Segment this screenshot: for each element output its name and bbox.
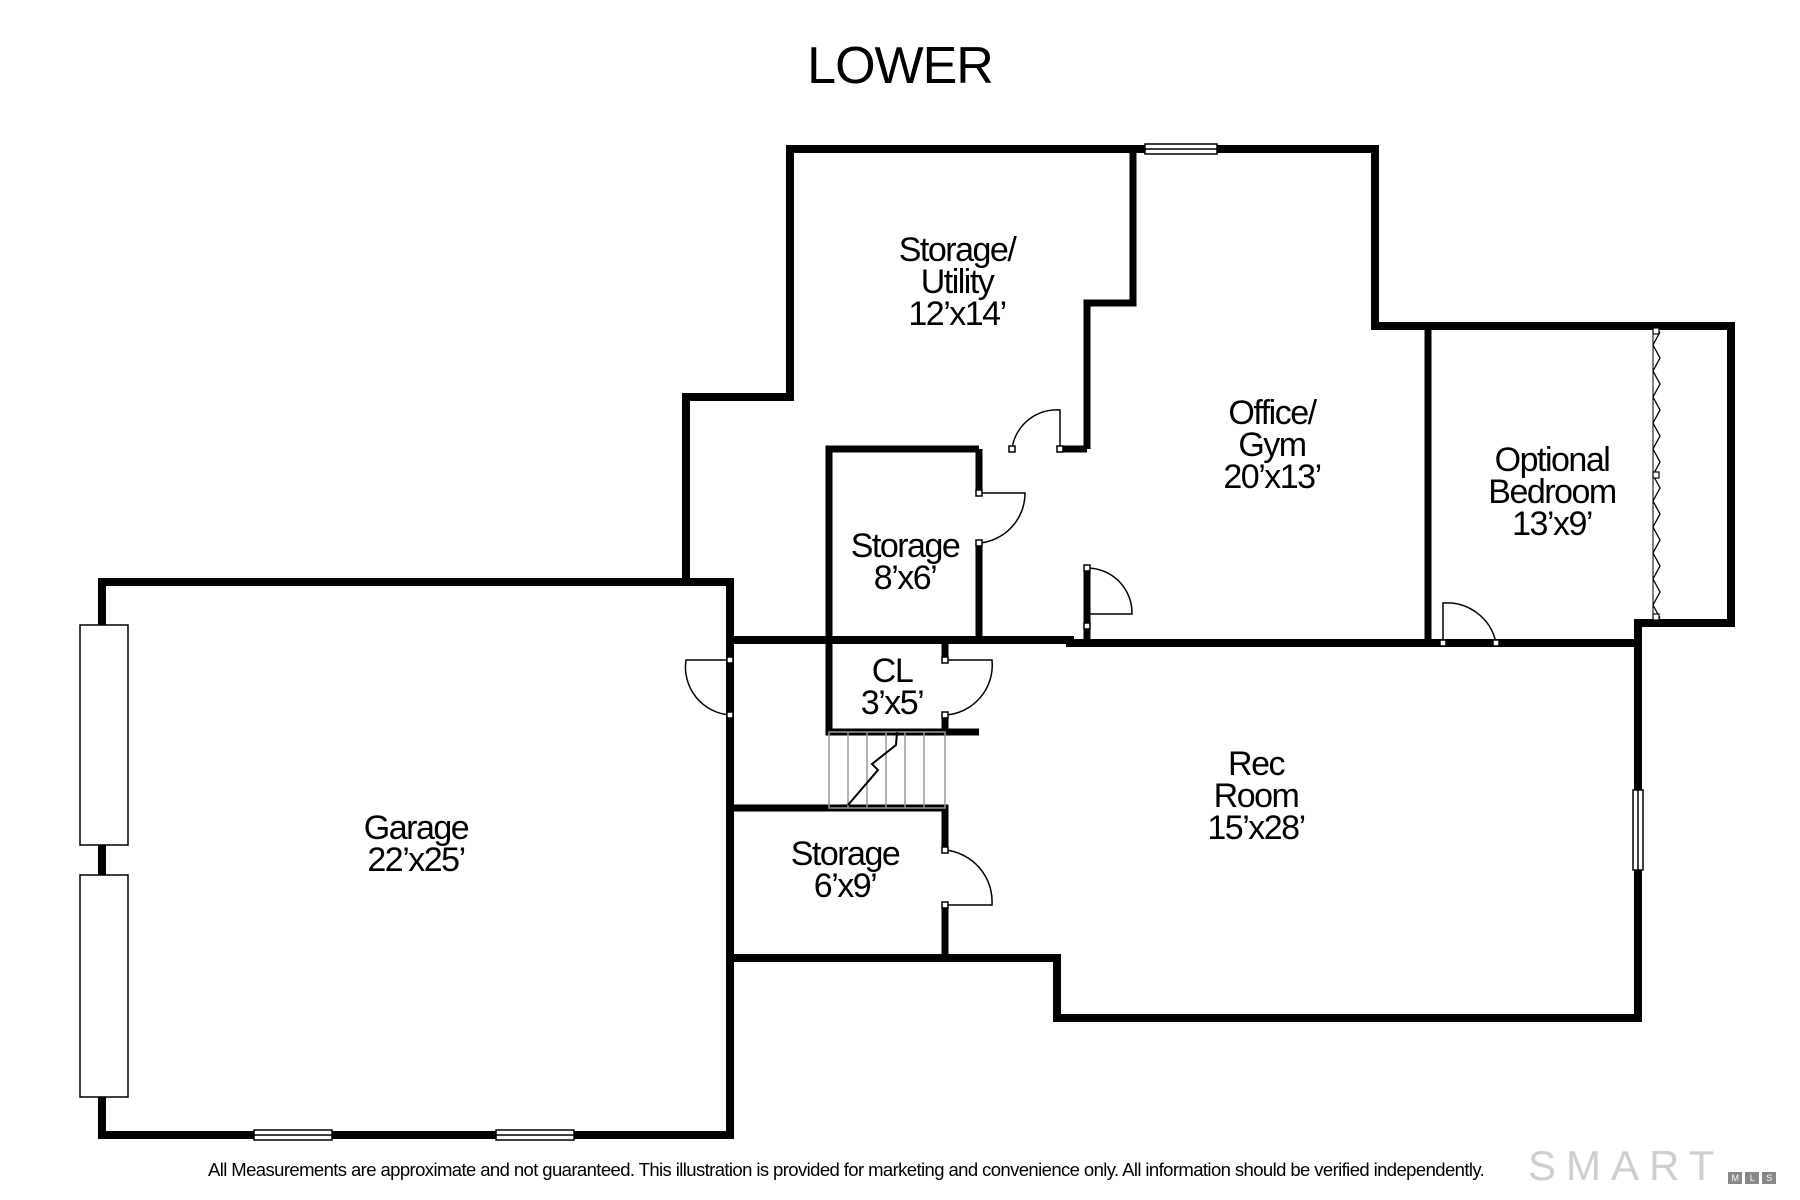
logo-badge-m: M bbox=[1728, 1172, 1743, 1184]
page-title: LOWER bbox=[807, 37, 994, 95]
room-dims: 3’x5’ bbox=[860, 684, 925, 722]
room-name-line1: CL bbox=[871, 652, 914, 690]
logo-badge-s: S bbox=[1762, 1172, 1777, 1184]
logo-badge-l: L bbox=[1745, 1172, 1760, 1184]
room-storage-utility: Storage/ Utility 12’x14’ bbox=[898, 231, 1017, 333]
room-name-line1: Storage/ bbox=[898, 231, 1017, 269]
room-name-line1: Garage bbox=[363, 809, 470, 847]
room-dims: 20’x13’ bbox=[1223, 458, 1322, 496]
door-closet bbox=[944, 659, 994, 716]
door-garage bbox=[684, 659, 731, 716]
door-office bbox=[1086, 567, 1133, 615]
room-dims: 13’x9’ bbox=[1512, 505, 1593, 543]
door-storage-8x6 bbox=[978, 492, 1026, 544]
room-name-line2: Bedroom bbox=[1488, 473, 1617, 511]
room-dims: 22’x25’ bbox=[367, 841, 466, 879]
room-name-line1: Rec bbox=[1228, 745, 1285, 783]
room-storage-6x9: Storage 6’x9’ bbox=[790, 835, 901, 905]
room-garage: Garage 22’x25’ bbox=[363, 809, 470, 879]
room-name-line1: Office/ bbox=[1228, 394, 1317, 432]
logo-text: SMART bbox=[1528, 1142, 1725, 1189]
stair-arrow bbox=[847, 731, 898, 806]
room-name-line2: Room bbox=[1213, 777, 1300, 815]
stairs bbox=[828, 731, 946, 809]
room-storage-8x6: Storage 8’x6’ bbox=[850, 527, 961, 597]
room-dims: 12’x14’ bbox=[908, 295, 1007, 333]
room-dims: 15’x28’ bbox=[1207, 809, 1306, 847]
disclaimer-text: All Measurements are approximate and not… bbox=[208, 1159, 1485, 1180]
room-dims: 6’x9’ bbox=[813, 867, 878, 905]
doors bbox=[684, 409, 1497, 906]
room-name-line2: Gym bbox=[1238, 426, 1307, 464]
room-closet: CL 3’x5’ bbox=[860, 652, 925, 722]
room-dims: 8’x6’ bbox=[873, 559, 938, 597]
wall-utility-office bbox=[1083, 149, 1137, 449]
room-rec-room: Rec Room 15’x28’ bbox=[1207, 745, 1306, 847]
room-name-line1: Storage bbox=[790, 835, 901, 873]
wall-upper-block bbox=[682, 145, 1735, 647]
door-utility bbox=[1011, 409, 1061, 450]
logo-mls-badges: M L S bbox=[1728, 1172, 1777, 1184]
garage-doors bbox=[79, 624, 129, 1098]
windows bbox=[253, 143, 1644, 1141]
garage-door-1 bbox=[79, 624, 129, 846]
garage-door-2 bbox=[79, 874, 129, 1098]
smart-mls-logo: SMART M L S bbox=[1528, 1142, 1777, 1189]
door-bedroom bbox=[1442, 602, 1497, 644]
bedroom-closet bbox=[1652, 327, 1661, 621]
room-office-gym: Office/ Gym 20’x13’ bbox=[1223, 394, 1322, 496]
room-name-line1: Optional bbox=[1494, 441, 1611, 479]
room-optional-bedroom: Optional Bedroom 13’x9’ bbox=[1488, 441, 1617, 543]
door-storage-6x9 bbox=[944, 849, 993, 906]
room-name-line2: Utility bbox=[920, 263, 995, 301]
room-name-line1: Storage bbox=[850, 527, 961, 565]
door-jambs bbox=[726, 445, 1500, 909]
